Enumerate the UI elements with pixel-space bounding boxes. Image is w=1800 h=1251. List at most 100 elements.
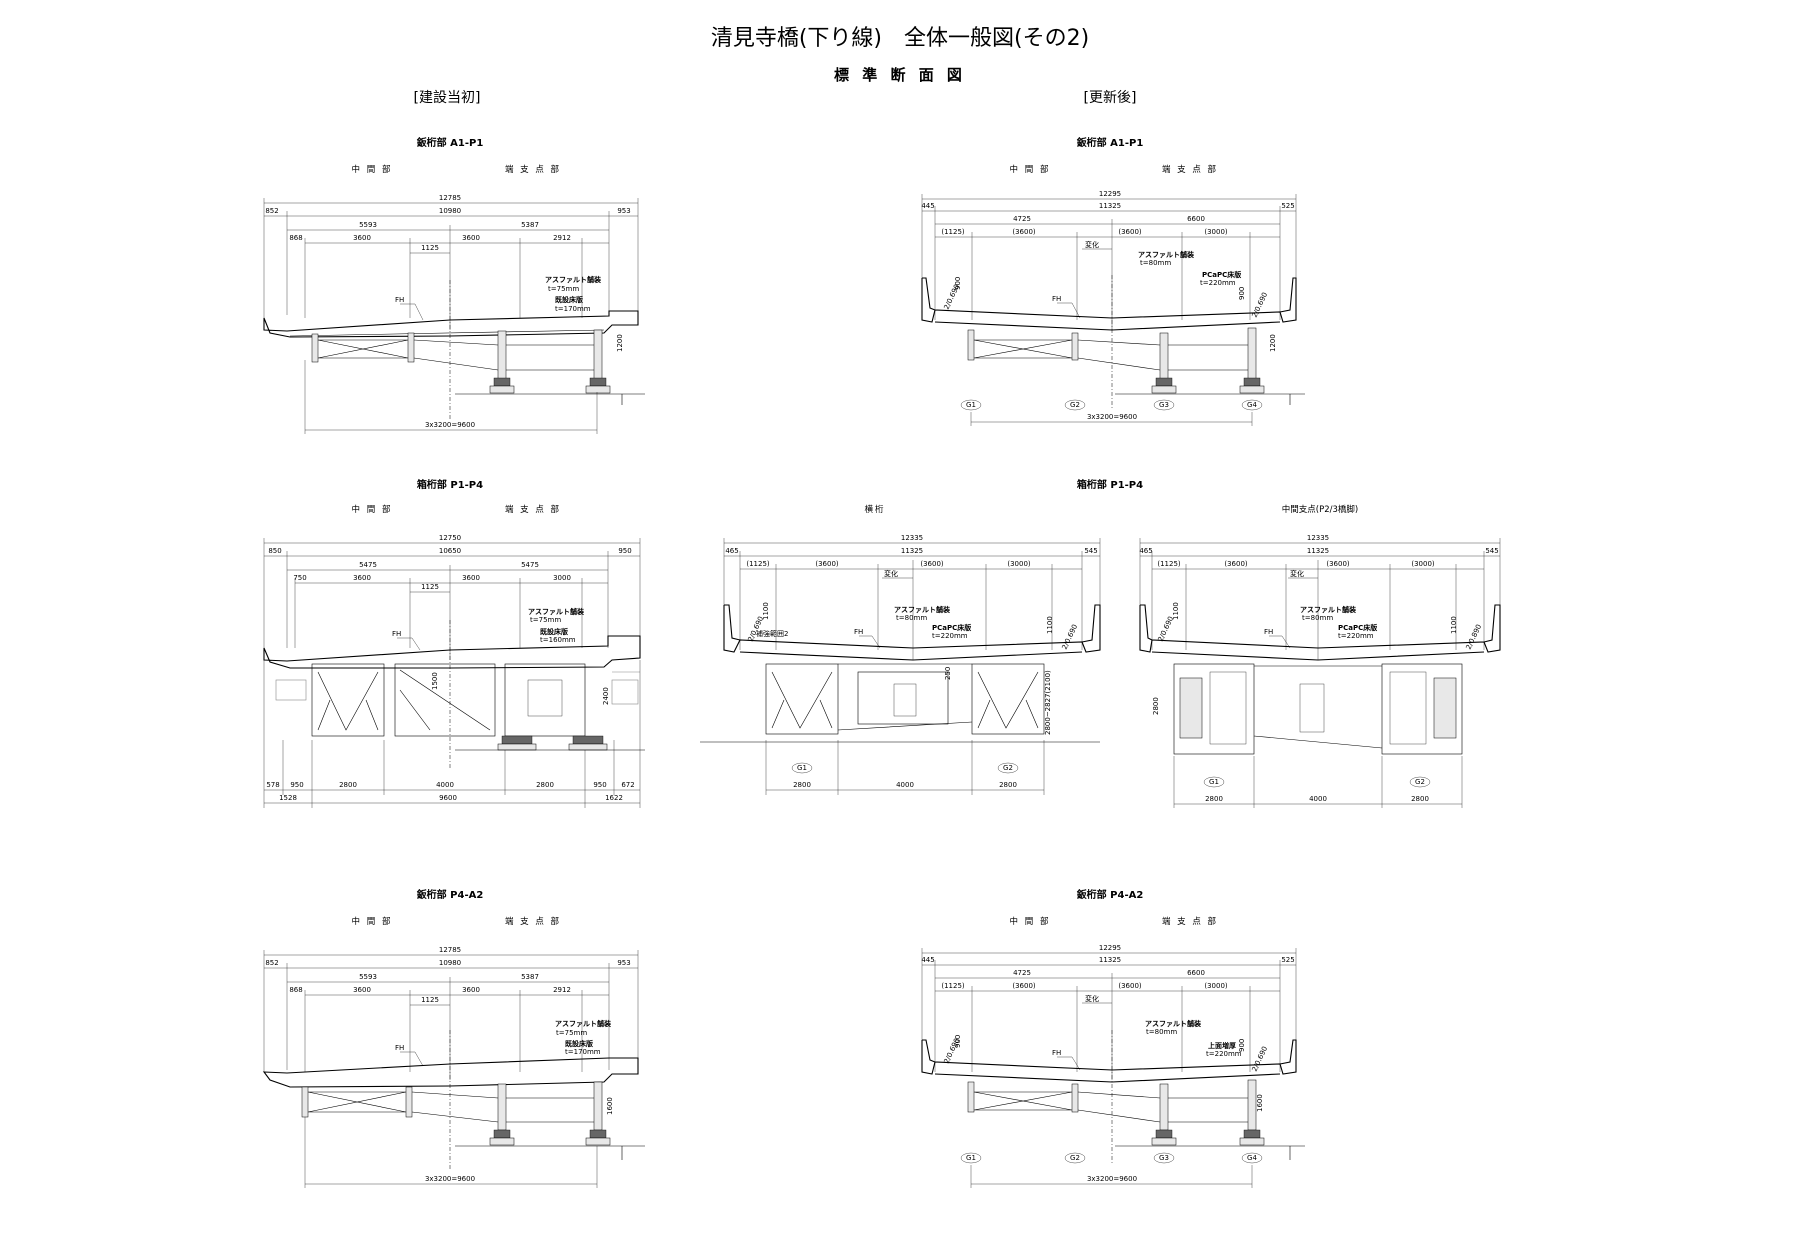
dim-4000: 4000 — [1309, 795, 1327, 803]
label-end: 端 支 点 部 — [1162, 164, 1218, 175]
label-fh: FH — [1052, 1049, 1061, 1057]
label-fh: FH — [392, 630, 401, 638]
section-title: 鈑桁部 A1-P1 — [1076, 136, 1144, 149]
dim-2912: 2912 — [553, 234, 571, 242]
label-mid-support: 中間支点(P2/3橋脚) — [1282, 504, 1358, 515]
girders — [967, 1079, 1265, 1146]
dim-1500: 1500 — [431, 672, 439, 690]
dim-right: 950 — [618, 547, 631, 555]
dim-1600: 1600 — [606, 1097, 614, 1115]
dim-h2690: 2/0.690 — [747, 615, 766, 643]
section-title: 鈑桁部 P4-A2 — [416, 888, 484, 901]
dim-right: 525 — [1281, 956, 1294, 964]
dim-3600-a: 3600 — [353, 986, 371, 994]
dim-p3600-a: (3600) — [815, 560, 839, 568]
dim-p3600-b: (3600) — [1118, 228, 1142, 236]
dim-half-left: 4725 — [1013, 215, 1031, 223]
dim-h900-b: 900 — [1238, 1039, 1246, 1052]
label-asphalt-t: t=75mm — [530, 616, 561, 624]
dim-3600-b: 3600 — [462, 986, 480, 994]
section-p4a2-renewed: 鈑桁部 P4-A2 中 間 部 端 支 点 部 12295 445 11325 … — [921, 888, 1305, 1188]
dim-672: 672 — [621, 781, 634, 789]
dim-h1100-b: 1100 — [1046, 616, 1054, 634]
dim-1125: 1125 — [421, 244, 439, 252]
dim-h1100-b: 1100 — [1450, 616, 1458, 634]
dim-3600-a: 3600 — [353, 234, 371, 242]
label-asphalt-t: t=75mm — [556, 1029, 587, 1037]
dim-h1100: 1100 — [1172, 602, 1180, 620]
label-asphalt: アスファルト舗装 — [894, 605, 950, 614]
label-fh: FH — [395, 1044, 404, 1052]
label-asphalt: アスファルト舗装 — [555, 1019, 611, 1028]
dim-left: 465 — [1139, 547, 1152, 555]
dim-578: 578 — [266, 781, 279, 789]
girder-g2-label: G2 — [1070, 1154, 1080, 1162]
label-asphalt: アスファルト舗装 — [545, 275, 601, 284]
section-box-crossbeam: 箱桁部 P1-P4 横桁 12335 465 11325 545 (1125) … — [700, 478, 1143, 795]
dim-right: 545 — [1485, 547, 1498, 555]
dim-total: 12750 — [439, 534, 461, 542]
label-mid: 中 間 部 — [352, 504, 393, 515]
label-yokoketa: 横桁 — [864, 504, 885, 515]
dim-p3600-b: (3600) — [920, 560, 944, 568]
label-end: 端 支 点 部 — [505, 504, 561, 515]
label-asphalt: アスファルト舗装 — [1138, 250, 1194, 259]
dim-h2690-b: 2/0.690 — [1061, 623, 1080, 651]
girder-labels: G1 G2 G3 G4 — [960, 1152, 1263, 1164]
label-fh: FH — [395, 296, 404, 304]
dim-750: 750 — [293, 574, 306, 582]
section-a1p1-renewed: 鈑桁部 A1-P1 中 間 部 端 支 点 部 12295 445 11325 … — [921, 136, 1305, 426]
dim-1200: 1200 — [616, 334, 624, 352]
label-slab: 既設床版 — [540, 627, 568, 636]
label-slab-new: PCaPC床版 — [932, 623, 971, 632]
dim-mid: 10650 — [439, 547, 461, 555]
dim-4000: 4000 — [436, 781, 454, 789]
dim-bottom: 3x3200=9600 — [425, 1175, 475, 1183]
label-slab-thick: 上面増厚 — [1208, 1041, 1236, 1050]
label-mid: 中 間 部 — [352, 164, 393, 175]
label-end: 端 支 点 部 — [505, 916, 561, 927]
dim-p3000: (3000) — [1411, 560, 1435, 568]
dim-bottom: 3x3200=9600 — [425, 421, 475, 429]
dim-2800-b: 2800 — [1411, 795, 1429, 803]
dim-1528: 1528 — [279, 794, 297, 802]
girder-g2-label: G2 — [1003, 764, 1013, 772]
dim-p3000: (3000) — [1204, 982, 1228, 990]
dim-bottom: 3x3200=9600 — [1087, 1175, 1137, 1183]
label-slab: 既設床版 — [565, 1039, 593, 1048]
dim-868: 868 — [289, 986, 302, 994]
label-change: 変化 — [1290, 569, 1304, 578]
drawing-title: 清見寺橋(下り線) 全体一般図(その2) — [711, 26, 1089, 51]
dim-3600-b: 3600 — [462, 234, 480, 242]
label-slab-thick-t: t=220mm — [1206, 1050, 1242, 1058]
dim-total: 12295 — [1099, 190, 1121, 198]
girders — [967, 327, 1265, 394]
dim-p3000: (3000) — [1204, 228, 1228, 236]
dim-right: 545 — [1084, 547, 1097, 555]
girder-g4-label: G4 — [1247, 1154, 1257, 1162]
girder-g2-label: G2 — [1415, 778, 1425, 786]
dim-half-left: 5475 — [359, 561, 377, 569]
label-slab-new-t: t=220mm — [1338, 632, 1374, 640]
dim-9600: 9600 — [439, 794, 457, 802]
dim-total: 12335 — [1307, 534, 1329, 542]
label-asphalt-t: t=75mm — [548, 285, 579, 293]
dim-half-right: 5387 — [521, 221, 539, 229]
label-slab-new-t: t=220mm — [1200, 279, 1236, 287]
dim-2800-b: 2800 — [999, 781, 1017, 789]
label-slab-t: t=170mm — [555, 305, 591, 313]
dim-1200: 1200 — [1269, 334, 1277, 352]
label-asphalt: アスファルト舗装 — [528, 607, 584, 616]
dim-h2690-b: 2/0.690 — [1251, 1045, 1270, 1073]
label-change: 変化 — [1085, 994, 1099, 1003]
dim-h2690: 2/0.690 — [1157, 615, 1176, 643]
dim-mid: 11325 — [1307, 547, 1329, 555]
label-fh: FH — [854, 628, 863, 636]
dim-p3000: (3000) — [1007, 560, 1031, 568]
dim-p1125: (1125) — [1157, 560, 1181, 568]
label-mid: 中 間 部 — [1010, 164, 1051, 175]
dim-left: 445 — [921, 202, 934, 210]
label-asphalt-t: t=80mm — [1146, 1028, 1177, 1036]
dim-right: 953 — [617, 207, 630, 215]
dim-total: 12335 — [901, 534, 923, 542]
